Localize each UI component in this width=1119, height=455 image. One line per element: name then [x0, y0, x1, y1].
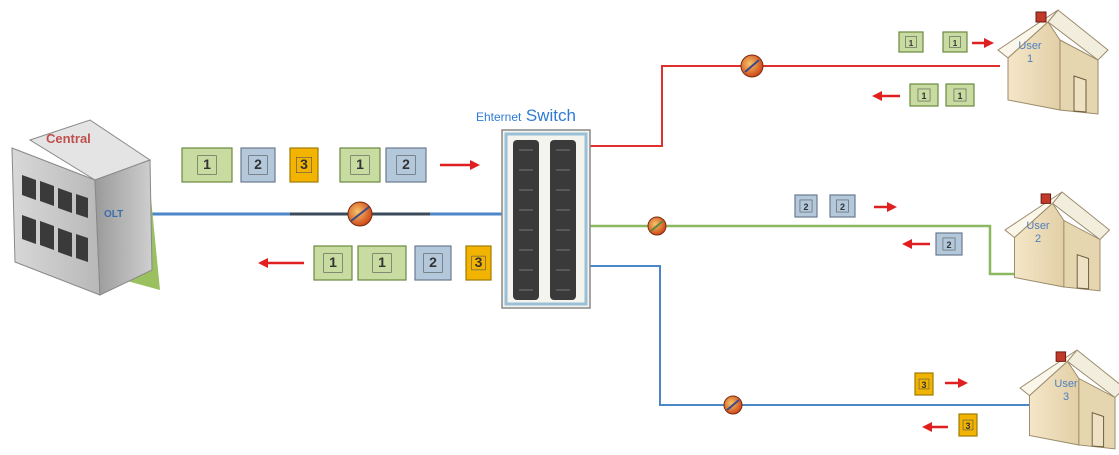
- packet-3: 3: [915, 373, 933, 395]
- packet-1: 1: [340, 148, 380, 182]
- arrow-left-icon: [872, 91, 900, 101]
- packet-2: 2: [386, 148, 426, 182]
- packet-label: 2: [254, 156, 262, 172]
- packet-1: 1: [314, 246, 352, 280]
- packet-1: 1: [946, 84, 974, 106]
- packet-label: 1: [953, 39, 958, 48]
- user-1-label: User 1: [1010, 40, 1050, 66]
- arrow-left-icon: [258, 258, 304, 268]
- packet-label: 1: [921, 91, 926, 101]
- packet-label: 2: [429, 254, 437, 270]
- arrow-left-icon: [902, 239, 930, 249]
- packet-2: 2: [415, 246, 451, 280]
- user-2-label-number: 2: [1018, 233, 1058, 246]
- packet-3: 3: [959, 414, 977, 436]
- arrow-right-icon: [440, 160, 480, 170]
- arrow-left-icon: [922, 422, 948, 432]
- packet-label: 3: [965, 421, 970, 431]
- user-1-label-text: User: [1010, 40, 1050, 53]
- packet-label: 1: [356, 156, 364, 172]
- packet-label: 2: [803, 202, 808, 212]
- arrow-right-icon: [945, 378, 968, 388]
- user-2-label: User 2: [1018, 220, 1058, 246]
- packet-2: 2: [241, 148, 275, 182]
- packet-2: 2: [795, 195, 817, 217]
- packet-1: 1: [358, 246, 406, 280]
- packet-2: 2: [830, 195, 855, 217]
- packet-label: 1: [957, 91, 962, 101]
- packet-1: 1: [182, 148, 232, 182]
- arrow-right-icon: [972, 38, 994, 48]
- packet-2: 2: [936, 233, 962, 255]
- packet-label: 2: [946, 240, 951, 250]
- arrow-right-icon: [874, 202, 897, 212]
- ethernet-switch-icon: [502, 130, 590, 308]
- packet-label: 3: [300, 156, 308, 172]
- packet-3: 3: [290, 148, 318, 182]
- packet-1: 1: [910, 84, 938, 106]
- user-3-label: User 3: [1046, 378, 1086, 404]
- packet-label: 1: [329, 254, 337, 270]
- packet-1: 1: [899, 32, 923, 52]
- packet-label: 1: [909, 39, 914, 48]
- user-3-label-number: 3: [1046, 391, 1086, 404]
- packet-label: 2: [402, 156, 410, 172]
- packet-label: 2: [840, 202, 845, 212]
- packet-label: 3: [921, 380, 926, 390]
- packet-label: 3: [475, 254, 483, 270]
- user-2-label-text: User: [1018, 220, 1058, 233]
- user-1-label-number: 1: [1010, 53, 1050, 66]
- packet-3: 3: [466, 246, 491, 280]
- packet-label: 1: [203, 156, 211, 172]
- central-building-icon: [12, 120, 160, 295]
- packet-label: 1: [378, 254, 386, 270]
- packet-1: 1: [943, 32, 967, 52]
- user-3-label-text: User: [1046, 378, 1086, 391]
